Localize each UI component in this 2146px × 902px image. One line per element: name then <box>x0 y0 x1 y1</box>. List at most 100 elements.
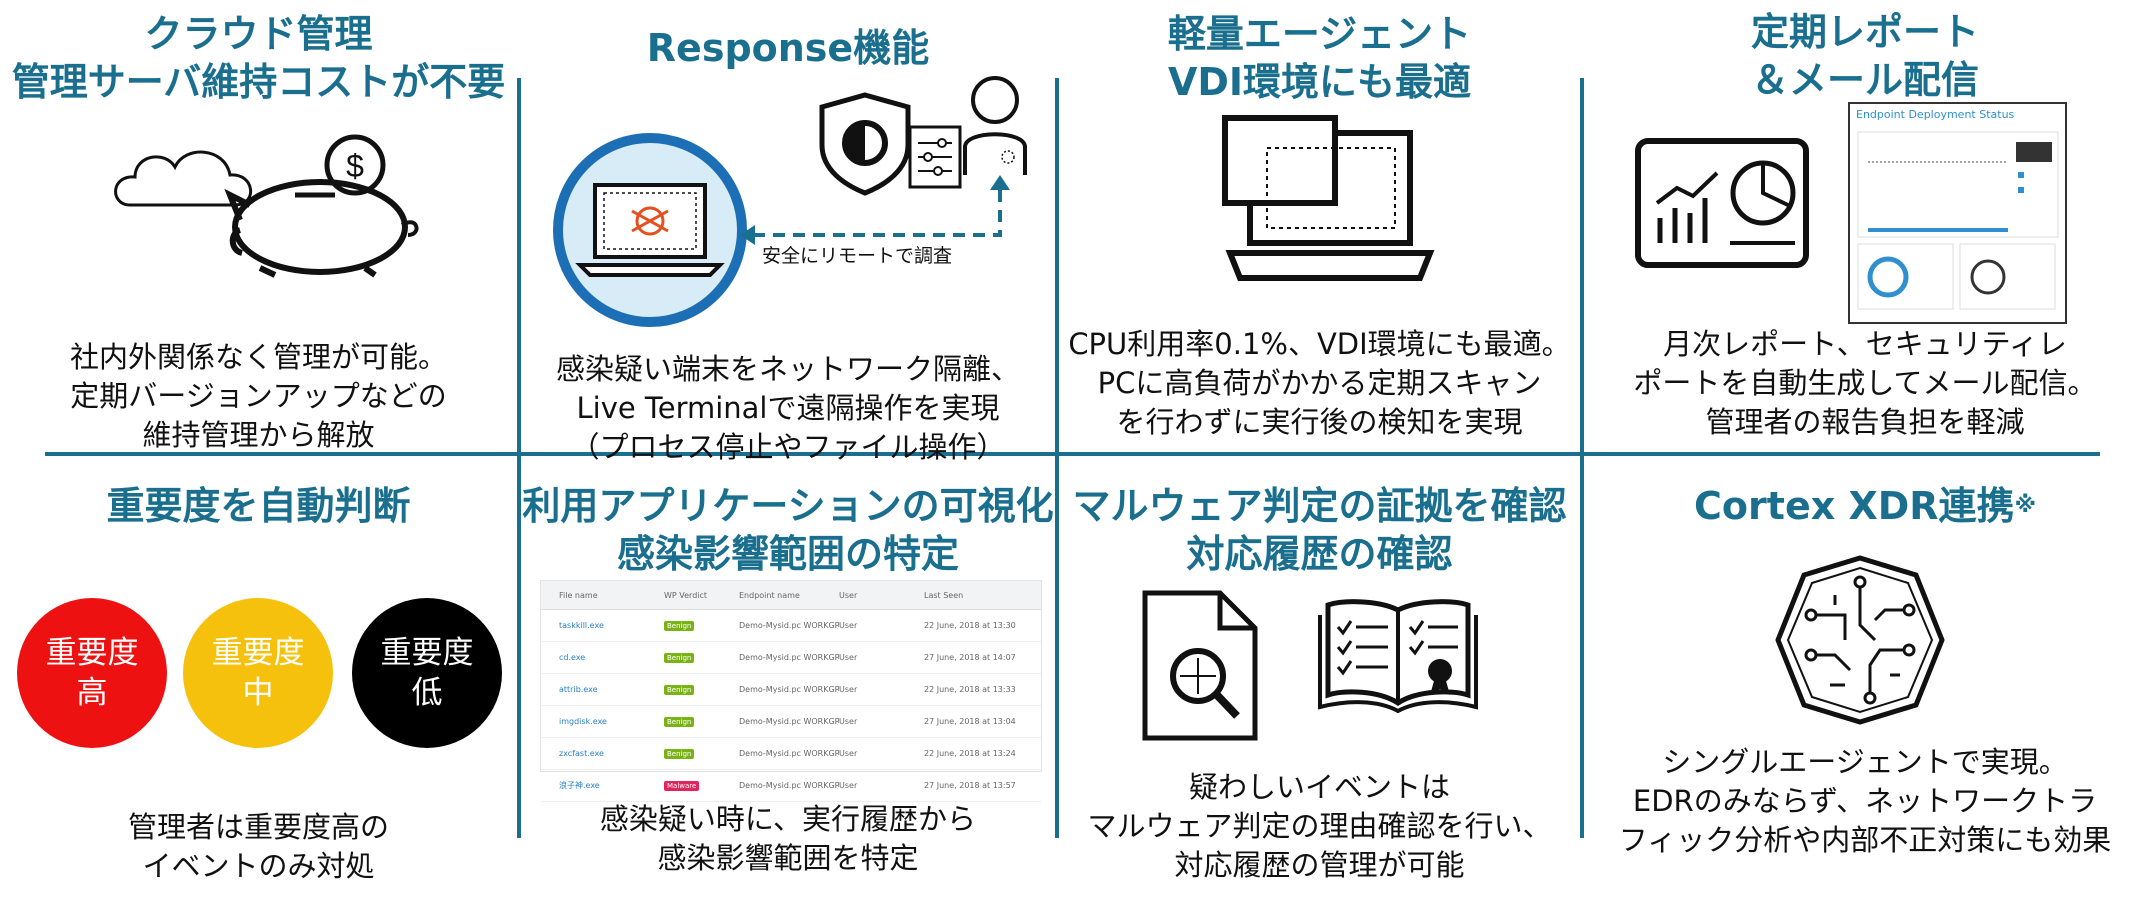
report-screenshot-graph <box>1857 131 2059 310</box>
verdict-tag: Benign <box>664 684 695 695</box>
report-desc-line1: 月次レポート、セキュリティレ <box>1663 327 2067 361</box>
cloud-title-line1: クラウド管理 <box>144 12 373 56</box>
response-desc-line3: （プロセス停止やファイル操作） <box>570 430 1006 464</box>
cell-file-name: imgdisk.exe <box>559 717 607 726</box>
xdr-title: Cortex XDR連携※ <box>1584 482 2146 530</box>
report-chart-icon <box>1635 138 1809 268</box>
cell-user: User <box>839 749 858 758</box>
cell-user: User <box>839 653 858 662</box>
report-desc-line2: ポートを自動生成してメール配信。 <box>1633 366 2097 400</box>
cell-verdict: Malware <box>664 780 739 791</box>
malware-desc-line3: 対応履歴の管理が可能 <box>1174 848 1465 882</box>
cell-file-name: taskkill.exe <box>559 621 604 630</box>
cell-file-name: 浪子神.exe <box>559 781 600 790</box>
verdict-tag: Benign <box>664 620 695 631</box>
col-endpoint: Endpoint name <box>739 590 800 600</box>
severity-medium-level: 中 <box>242 675 274 711</box>
xdr-desc-line2: EDRのみならず、ネットワークトラ <box>1632 784 2098 818</box>
verdict-tag: Malware <box>664 780 700 791</box>
cloud-title: クラウド管理 管理サーバ維持コストが不要 <box>0 10 517 106</box>
malware-desc-line2: マルウェア判定の理由確認を行い、 <box>1087 809 1552 843</box>
app-history-table: File name WP Verdict Endpoint name User … <box>540 580 1042 802</box>
remote-investigation-label: 安全にリモートで調査 <box>762 245 953 267</box>
verdict-tag: Benign <box>664 716 695 727</box>
col-verdict: WP Verdict <box>664 590 708 600</box>
cloud-desc-line2: 定期バージョンアップなどの <box>70 379 447 413</box>
xdr-title-text: Cortex XDR連携 <box>1694 484 2015 528</box>
cell-endpoint: Demo-Mysid.pc WORKGROUP <box>739 685 839 694</box>
cell-endpoint: Demo-Mysid.pc WORKGROUP <box>739 621 839 630</box>
xdr-title-mark: ※ <box>2014 493 2036 518</box>
severity-low-level: 低 <box>411 675 443 711</box>
malware-desc: 疑わしいイベントは マルウェア判定の理由確認を行い、 対応履歴の管理が可能 <box>1059 768 1580 885</box>
apps-title: 利用アプリケーションの可視化 感染影響範囲の特定 <box>521 482 1055 578</box>
cell-verdict: Benign <box>664 620 739 631</box>
cell-file-name: cd.exe <box>559 653 586 662</box>
severity-medium-badge: 重要度 中 <box>183 598 333 748</box>
svg-text:$: $ <box>346 148 364 184</box>
agent-title-line2: VDI環境にも最適 <box>1167 60 1472 104</box>
severity-high-level: 高 <box>76 675 108 711</box>
table-row: 浪子神.exe Malware Demo-Mysid.pc WORKGROUPUse… <box>541 770 1041 802</box>
cell-verdict: Benign <box>664 684 739 695</box>
app-table-header: File name WP Verdict Endpoint name User … <box>541 581 1041 610</box>
malware-title: マルウェア判定の証拠を確認 対応履歴の確認 <box>1059 482 1580 578</box>
severity-low-label: 重要度 <box>380 635 474 671</box>
agent-desc-line1: CPU利用率0.1%、VDI環境にも最適。 <box>1068 327 1571 361</box>
cell-user: User <box>839 621 858 630</box>
col-user: User <box>839 590 858 600</box>
cell-verdict: Benign <box>664 748 739 759</box>
cell-last-seen: 27 June, 2018 at 13:57 <box>924 781 1016 790</box>
severity-title: 重要度を自動判断 <box>106 484 411 528</box>
severity-high-badge: 重要度 高 <box>17 598 167 748</box>
response-title: Response機能 <box>646 26 930 70</box>
severity-low-badge: 重要度 低 <box>352 598 502 748</box>
report-desc: 月次レポート、セキュリティレ ポートを自動生成してメール配信。 管理者の報告負担… <box>1584 325 2146 442</box>
cell-user: User <box>839 781 858 790</box>
apps-desc: 感染疑い時に、実行履歴から 感染影響範囲を特定 <box>521 800 1055 878</box>
severity-desc: 管理者は重要度高の イベントのみ対処 <box>0 808 517 886</box>
verdict-tag: Benign <box>664 748 695 759</box>
cell-last-seen: 22 June, 2018 at 13:33 <box>924 685 1016 694</box>
table-row: taskkill.exe Benign Demo-Mysid.pc WORKGROU… <box>541 610 1041 642</box>
cell-verdict: Benign <box>664 716 739 727</box>
response-desc-line1: 感染疑い端末をネットワーク隔離、 <box>555 352 1020 386</box>
response-desc-line2: Live Terminalで遠隔操作を実現 <box>576 391 1000 425</box>
agent-desc-line3: を行わずに実行後の検知を実現 <box>1116 405 1523 439</box>
cloud-desc-line3: 維持管理から解放 <box>142 418 375 452</box>
xdr-desc-line3: フィック分析や内部不正対策にも効果 <box>1618 823 2112 857</box>
report-title-line2: ＆メール配信 <box>1750 58 1979 102</box>
col-last-seen: Last Seen <box>924 590 964 600</box>
cell-user: User <box>839 685 858 694</box>
agent-desc-line2: PCに高負荷がかかる定期スキャン <box>1097 366 1542 400</box>
cloud-desc-line1: 社内外関係なく管理が可能。 <box>69 340 447 374</box>
apps-title-line1: 利用アプリケーションの可視化 <box>522 484 1054 528</box>
cell-verdict: Benign <box>664 652 739 663</box>
cell-endpoint: Demo-Mysid.pc WORKGROUP <box>739 653 839 662</box>
malware-title-line2: 対応履歴の確認 <box>1186 532 1453 576</box>
cell-endpoint: Demo-Mysid.pc WORKGROUP <box>739 749 839 758</box>
checklist-book-icon <box>1318 599 1478 714</box>
apps-title-line2: 感染影響範囲の特定 <box>616 532 959 576</box>
severity-high-label: 重要度 <box>45 635 139 671</box>
cloud-desc: 社内外関係なく管理が可能。 定期バージョンアップなどの 維持管理から解放 <box>0 338 517 455</box>
xdr-desc: シングルエージェントで実現。 EDRのみならず、ネットワークトラ フィック分析や… <box>1584 743 2146 860</box>
severity-desc-line2: イベントのみ対処 <box>142 849 375 883</box>
verdict-tag: Benign <box>664 652 695 663</box>
cell-endpoint: Demo-Mysid.pc WORKGROUP <box>739 781 839 790</box>
cell-user: User <box>839 717 858 726</box>
xdr-desc-line1: シングルエージェントで実現。 <box>1662 745 2068 779</box>
agent-title-line1: 軽量エージェント <box>1167 12 1472 56</box>
cloud-piggybank-icon: $ <box>114 134 419 278</box>
report-screenshot: Endpoint Deployment Status <box>1848 102 2067 324</box>
cell-last-seen: 22 June, 2018 at 13:30 <box>924 621 1016 630</box>
cell-endpoint: Demo-Mysid.pc WORKGROUP <box>739 717 839 726</box>
report-title-line1: 定期レポート <box>1750 10 1979 54</box>
document-search-icon <box>1142 590 1258 741</box>
agent-title: 軽量エージェント VDI環境にも最適 <box>1059 10 1580 106</box>
cloud-title-line2: 管理サーバ維持コストが不要 <box>11 60 506 104</box>
report-title: 定期レポート ＆メール配信 <box>1584 8 2146 104</box>
table-row: imgdisk.exe Benign Demo-Mysid.pc WORKGROUP… <box>541 706 1041 738</box>
